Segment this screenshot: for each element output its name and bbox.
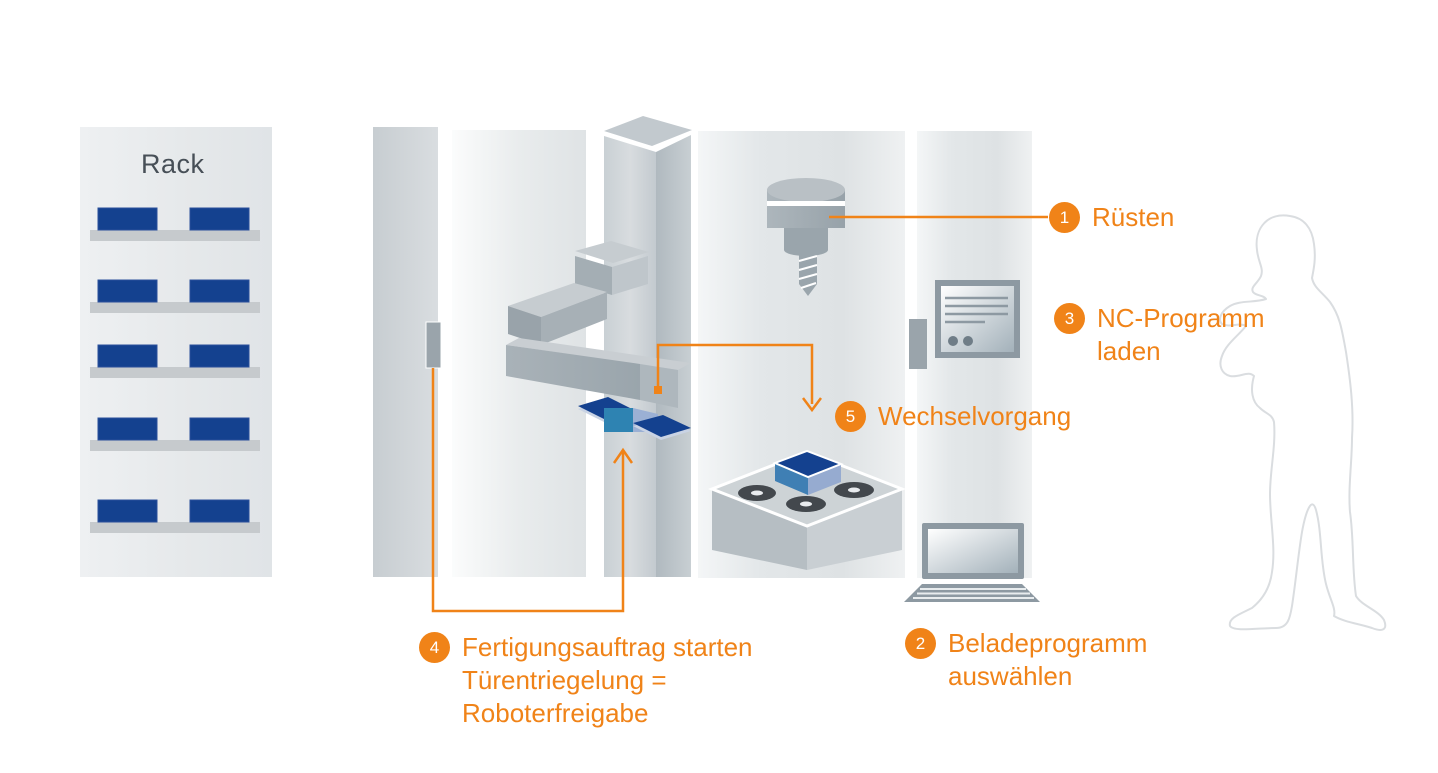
pallet-block xyxy=(97,207,250,523)
laptop-keyboard xyxy=(913,588,1034,599)
control-panel-hmi xyxy=(909,280,1020,369)
drill-bit-icon xyxy=(798,252,818,296)
step-4-label-line1: Fertigungsauftrag starten xyxy=(462,632,753,662)
step-5-wechselvorgang: 5 Wechselvorgang xyxy=(835,400,1071,433)
panel-handle xyxy=(909,319,927,369)
step-2-label-line1: Beladeprogramm xyxy=(948,628,1148,658)
step-4-badge: 4 xyxy=(419,632,450,663)
step-4-fertigungsauftrag: 4 Fertigungsauftrag starten Türentriegel… xyxy=(419,631,753,730)
step-1-ruesten: 1 Rüsten xyxy=(1049,201,1174,234)
clamping-chuck xyxy=(738,482,874,512)
step-3-label-line1: NC-Programm xyxy=(1097,303,1265,333)
hmi-button xyxy=(963,336,973,346)
step-5-badge: 5 xyxy=(835,401,866,432)
step-2-beladeprogramm: 2 Beladeprogramm auswählen xyxy=(905,627,1147,693)
robot-column xyxy=(604,116,692,577)
laptop-icon xyxy=(904,523,1040,602)
gripper xyxy=(578,397,691,440)
workpiece-pallet-cube xyxy=(772,449,844,495)
step-4-label-line2: Türentriegelung = xyxy=(462,665,667,695)
step-2-badge: 2 xyxy=(905,628,936,659)
hmi-button xyxy=(948,336,958,346)
person-silhouette xyxy=(1219,214,1387,631)
step-5-label: Wechselvorgang xyxy=(878,401,1072,431)
rack-label: Rack xyxy=(141,149,205,179)
rack-cabinet xyxy=(80,127,272,577)
step-4-label-line3: Roboterfreigabe xyxy=(462,698,649,728)
connector-arrow-wechselvorgang xyxy=(654,343,822,413)
door-release-sensor xyxy=(425,321,442,369)
connector-arrow-fertigungsauftrag xyxy=(431,368,634,613)
step-1-badge: 1 xyxy=(1049,202,1080,233)
hmi-text-lines xyxy=(945,296,1008,324)
step-1-label: Rüsten xyxy=(1092,202,1175,232)
step-3-badge: 3 xyxy=(1054,303,1085,334)
step-2-label-line2: auswählen xyxy=(948,661,1073,691)
workpiece-table xyxy=(707,449,907,570)
step-3-label-line2: laden xyxy=(1097,336,1161,366)
milling-spindle-icon xyxy=(767,178,845,296)
step-3-nc-programm: 3 NC-Programm laden xyxy=(1054,302,1265,368)
rack-shelf xyxy=(90,230,260,533)
